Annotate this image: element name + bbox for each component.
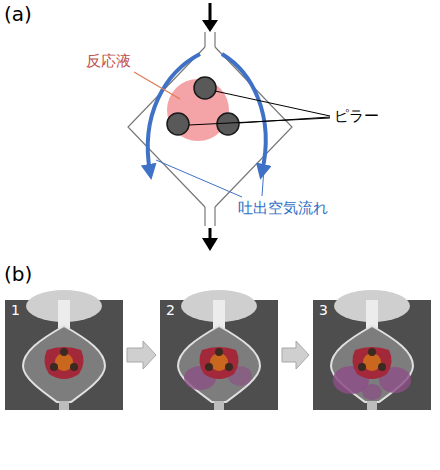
leader-line <box>189 91 330 125</box>
air-flow-arrow <box>148 54 200 172</box>
panel-label: (a) <box>4 2 32 26</box>
step-arrow <box>282 341 309 369</box>
pillar <box>167 77 239 135</box>
air-flow-arrow <box>222 54 266 172</box>
photo <box>313 290 431 410</box>
callout-label: ピラー <box>334 107 379 125</box>
photo-frame: 1 <box>5 300 123 410</box>
photo-frame: 2 <box>160 300 278 410</box>
outlet-arrowhead <box>202 238 218 251</box>
inlet-arrow <box>209 3 212 22</box>
step-arrow <box>127 341 156 369</box>
leader-line <box>134 72 180 99</box>
leader-line <box>156 140 266 197</box>
photo-frame: 3 <box>313 300 431 410</box>
photo-number: 2 <box>160 300 181 321</box>
panel-label: (b) <box>4 262 32 286</box>
photo <box>160 290 278 410</box>
chamber-outline <box>128 47 292 207</box>
photo-number: 3 <box>313 300 334 321</box>
photo-number: 1 <box>5 300 26 321</box>
callout-label: 吐出空気流れ <box>238 199 328 217</box>
inlet-arrowhead <box>202 20 218 32</box>
callout-label: 反応液 <box>86 52 131 70</box>
photo <box>5 290 123 410</box>
